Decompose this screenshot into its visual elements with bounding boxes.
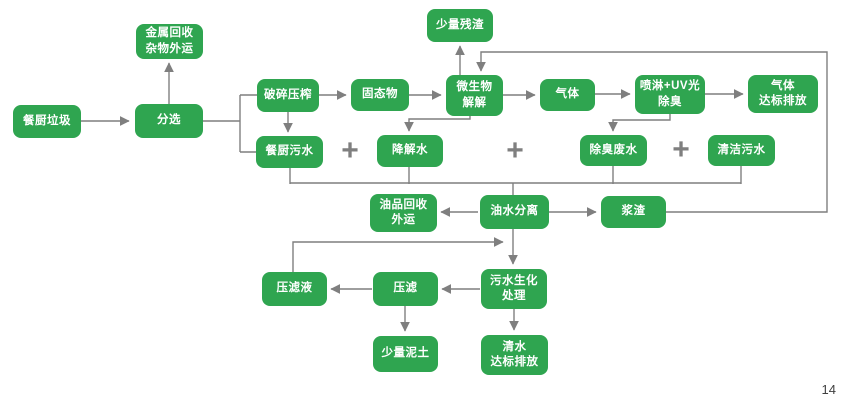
node-sorting: 分选 — [135, 104, 203, 138]
node-label: 降解水 — [392, 144, 428, 157]
connector-spray-deodwastewater — [608, 114, 671, 132]
node-label: 浆渣 — [621, 205, 646, 218]
node-cleaning-sewage: 清洁污水 — [708, 135, 775, 166]
node-label: 处理 — [502, 290, 526, 302]
node-label: 少量泥土 — [381, 347, 430, 360]
node-label: 除臭 — [658, 95, 682, 108]
connector-microbial-degradedwater — [404, 116, 471, 132]
node-deodorize-wastewater: 除臭废水 — [580, 135, 647, 166]
node-label: 气体 — [555, 88, 580, 101]
node-label: 油品回收 — [379, 198, 428, 211]
node-label: 金属回收 — [145, 27, 194, 40]
node-label: 清洁污水 — [717, 143, 766, 156]
node-label: 解解 — [462, 96, 487, 109]
connector-slurry-return-loop — [476, 51, 828, 213]
node-small-residue: 少量残渣 — [427, 9, 493, 42]
node-solid-matter: 固态物 — [351, 79, 409, 111]
node-label: 分选 — [157, 114, 181, 127]
node-label: 除臭废水 — [589, 143, 638, 156]
plus-sign: + — [341, 134, 359, 167]
node-label: 少量残渣 — [436, 18, 484, 31]
node-label: 破碎压榨 — [264, 88, 312, 101]
node-gas: 气体 — [540, 79, 595, 111]
node-label: 达标排放 — [490, 356, 539, 368]
node-small-soil: 少量泥土 — [373, 336, 438, 372]
page-number: 14 — [821, 382, 836, 397]
node-label: 压滤液 — [276, 282, 313, 295]
node-label: 固态物 — [362, 88, 398, 101]
node-sewage-biochemical-treatment: 污水生化 处理 — [481, 269, 547, 309]
node-food-waste: 餐厨垃圾 — [13, 105, 81, 138]
node-label: 餐厨垃圾 — [23, 114, 71, 127]
node-label: 喷淋+UV光 — [639, 80, 701, 93]
node-label: 微生物 — [456, 81, 493, 94]
node-slurry-residue: 浆渣 — [601, 196, 666, 228]
connector-filtrate-recycle — [292, 237, 504, 272]
node-filter-press: 压滤 — [373, 272, 438, 306]
node-microbial-decomposition: 微生物 解解 — [446, 75, 503, 116]
node-spray-uv-deodorize: 喷淋+UV光 除臭 — [635, 75, 705, 114]
node-filtrate: 压滤液 — [262, 272, 327, 306]
node-degraded-water: 降解水 — [377, 135, 443, 167]
node-label: 压滤 — [393, 282, 418, 295]
node-oil-recovery: 油品回收 外运 — [370, 194, 437, 232]
node-label: 污水生化 — [490, 274, 538, 287]
plus-sign: + — [506, 134, 524, 167]
node-label: 油水分离 — [490, 205, 539, 218]
node-crushing-pressing: 破碎压榨 — [257, 79, 319, 112]
node-clean-water-discharge: 清水 达标排放 — [481, 335, 548, 375]
node-oil-water-separation: 油水分离 — [480, 195, 549, 229]
node-gas-discharge: 气体 达标排放 — [748, 75, 818, 113]
plus-sign: + — [672, 133, 690, 166]
node-label: 达标排放 — [759, 95, 807, 107]
node-label: 清水 — [502, 340, 527, 353]
node-metal-recycling: 金属回收 杂物外运 — [136, 24, 203, 59]
node-kitchen-sewage: 餐厨污水 — [256, 136, 323, 168]
node-label: 外运 — [391, 214, 416, 226]
node-label: 餐厨污水 — [265, 145, 314, 158]
node-label: 气体 — [771, 79, 795, 92]
node-label: 杂物外运 — [145, 42, 194, 55]
